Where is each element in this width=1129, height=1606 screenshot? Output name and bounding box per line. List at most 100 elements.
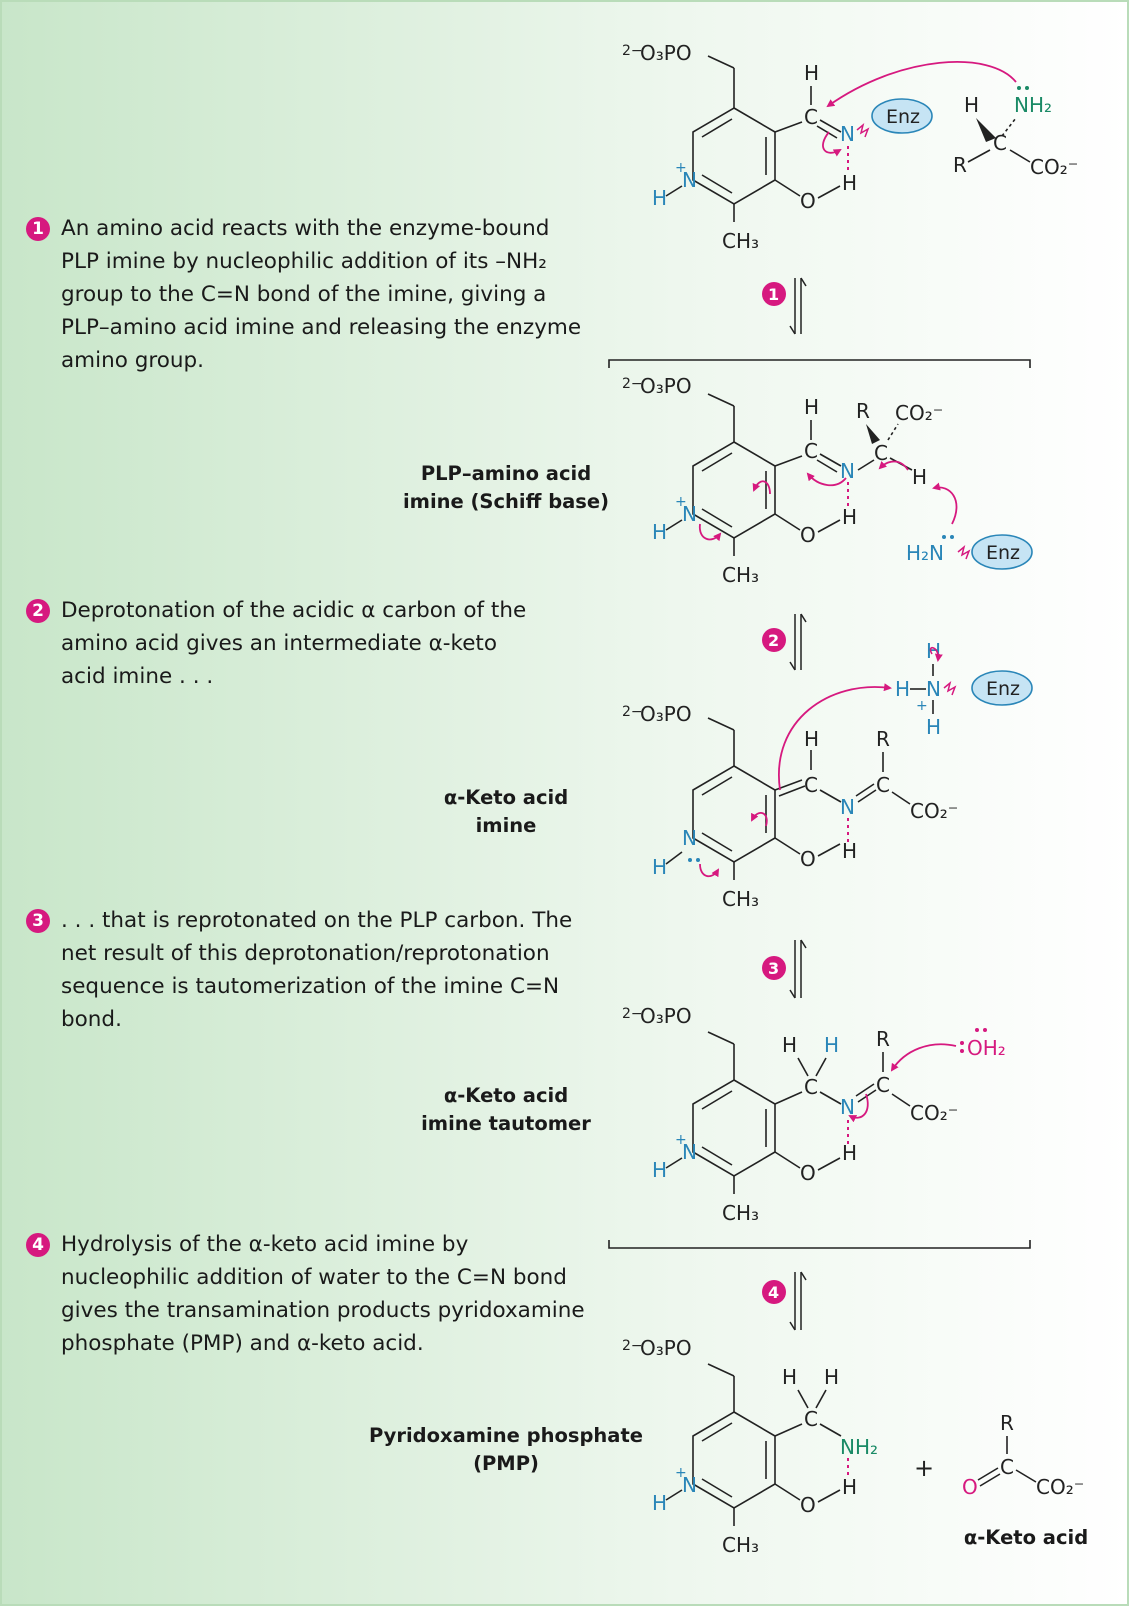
svg-text:C: C	[804, 439, 818, 463]
label-pmp: Pyridoxamine phosphate (PMP)	[368, 1424, 644, 1475]
svg-text:H: H	[804, 61, 819, 85]
svg-text:O: O	[800, 1161, 816, 1185]
svg-text:R: R	[1000, 1411, 1014, 1435]
svg-text:H: H	[652, 520, 667, 544]
svg-text:H: H	[824, 1033, 839, 1057]
step-4: 4 Hydrolysis of the α-keto acid imine by…	[26, 1228, 636, 1360]
svg-text:H: H	[912, 465, 927, 489]
svg-text:+: +	[916, 698, 928, 714]
svg-text:C: C	[876, 1073, 890, 1097]
svg-text:Enz: Enz	[986, 542, 1020, 564]
svg-text:+: +	[675, 1465, 687, 1481]
svg-text:N: N	[926, 677, 941, 701]
svg-text:Enz: Enz	[886, 106, 920, 128]
pmp-structure: 2− O₃PO C H H NH₂ H O N + H CH₃	[622, 1336, 878, 1557]
svg-text:CO₂⁻: CO₂⁻	[910, 1101, 958, 1125]
step-4-number: 4	[26, 1233, 50, 1257]
step-1-text: An amino acid reacts with the enzyme-bou…	[61, 216, 582, 373]
svg-text:H: H	[842, 505, 857, 529]
svg-text:O: O	[800, 189, 816, 213]
svg-text:NH₂: NH₂	[840, 1435, 878, 1459]
svg-text:2−: 2−	[622, 1006, 643, 1022]
svg-text:N: N	[840, 122, 855, 146]
svg-text:O: O	[800, 523, 816, 547]
svg-text:R: R	[856, 399, 870, 423]
svg-text:CO₂⁻: CO₂⁻	[895, 401, 943, 425]
svg-text:2−: 2−	[622, 376, 643, 392]
step-3-text: . . . that is reprotonated on the PLP ca…	[61, 908, 573, 1032]
svg-text:O₃PO: O₃PO	[640, 1336, 692, 1360]
svg-text:H: H	[824, 1365, 839, 1389]
svg-text:N: N	[682, 1140, 697, 1164]
label-schiff-base: PLP–amino acid imine (Schiff base)	[402, 462, 610, 513]
step-3-number: 3	[26, 909, 50, 933]
svg-text:R: R	[953, 153, 967, 177]
plus-sign: +	[914, 1454, 934, 1482]
svg-text:O: O	[962, 1475, 978, 1499]
step-2-number: 2	[26, 599, 50, 623]
svg-text:H: H	[895, 677, 910, 701]
step-2: 2 Deprotonation of the acidic α carbon o…	[26, 594, 636, 693]
label-keto-acid: α-Keto acid	[963, 1526, 1089, 1549]
svg-text:C: C	[993, 131, 1007, 155]
svg-text:OH₂: OH₂	[967, 1036, 1006, 1060]
svg-text:O: O	[800, 847, 816, 871]
svg-text:H: H	[804, 727, 819, 751]
svg-text:O₃PO: O₃PO	[640, 702, 692, 726]
svg-text:C: C	[1000, 1455, 1014, 1479]
svg-text:+: +	[675, 160, 687, 176]
svg-text:N: N	[682, 502, 697, 526]
svg-text:N: N	[682, 1473, 697, 1497]
schiff-base-structure: 2− O₃PO C H N H O N + H CH₃ C R CO₂⁻ H H…	[622, 374, 1033, 587]
svg-text:2−: 2−	[622, 704, 643, 720]
equilibrium-arrow-2: 2	[762, 613, 807, 671]
svg-text:N: N	[682, 826, 697, 850]
svg-text:CH₃: CH₃	[722, 1533, 759, 1557]
plp-enzyme-imine: 2− O₃PO C H N H O N + H CH₃ Enz H NH₂ C …	[622, 41, 1078, 253]
svg-text:C: C	[874, 441, 888, 465]
svg-text:H: H	[782, 1033, 797, 1057]
step-3: 3 . . . that is reprotonated on the PLP …	[26, 904, 636, 1036]
svg-text:H₂N: H₂N	[906, 541, 944, 565]
svg-text:CO₂⁻: CO₂⁻	[1036, 1475, 1084, 1499]
svg-text:2−: 2−	[622, 43, 643, 59]
svg-text:N: N	[840, 795, 855, 819]
svg-text:N: N	[682, 168, 697, 192]
svg-text:CO₂⁻: CO₂⁻	[910, 799, 958, 823]
step-1-number: 1	[26, 217, 50, 241]
svg-text:O₃PO: O₃PO	[640, 374, 692, 398]
svg-text:H: H	[652, 186, 667, 210]
svg-text:O₃PO: O₃PO	[640, 1004, 692, 1028]
svg-text:2−: 2−	[622, 1338, 643, 1354]
svg-text:O₃PO: O₃PO	[640, 41, 692, 65]
svg-text:C: C	[804, 105, 818, 129]
svg-text:+: +	[675, 494, 687, 510]
svg-text:Enz: Enz	[986, 678, 1020, 700]
svg-text:H: H	[842, 839, 857, 863]
svg-text:H: H	[926, 715, 941, 739]
svg-text:O: O	[800, 1493, 816, 1517]
svg-text:H: H	[782, 1365, 797, 1389]
step-2-text: Deprotonation of the acidic α carbon of …	[61, 598, 527, 689]
svg-text:3: 3	[768, 959, 779, 978]
svg-text:N: N	[840, 1095, 855, 1119]
svg-text:H: H	[964, 93, 979, 117]
svg-text:CH₃: CH₃	[722, 1201, 759, 1225]
svg-text:CH₃: CH₃	[722, 563, 759, 587]
svg-text:C: C	[804, 773, 818, 797]
svg-text:H: H	[842, 1141, 857, 1165]
svg-text:H: H	[842, 171, 857, 195]
svg-text:R: R	[876, 1027, 890, 1051]
keto-acid-structure: R C O CO₂⁻	[962, 1411, 1084, 1499]
keto-acid-imine-tautomer-structure: 2− O₃PO C H H N H C R CO₂⁻ O N + H CH₃ O…	[622, 1004, 1006, 1225]
svg-text:2: 2	[768, 631, 779, 650]
svg-text:CH₃: CH₃	[722, 887, 759, 911]
equilibrium-arrow-1: 1	[762, 277, 807, 335]
svg-text:H: H	[842, 1475, 857, 1499]
label-keto-tautomer: α-Keto acid imine tautomer	[421, 1084, 591, 1135]
equilibrium-arrow-3: 3	[762, 939, 807, 999]
svg-text:C: C	[876, 773, 890, 797]
svg-text:CH₃: CH₃	[722, 229, 759, 253]
